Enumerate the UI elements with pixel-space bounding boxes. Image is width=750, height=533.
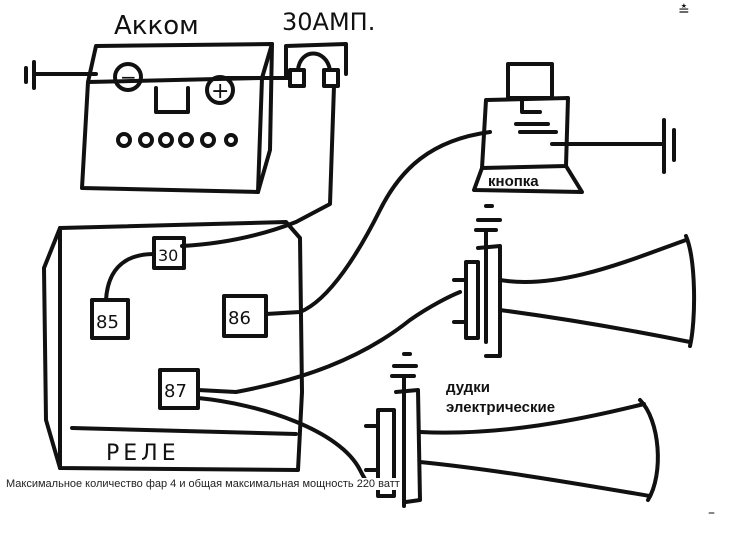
button-label: кнопка bbox=[488, 173, 539, 190]
relay-pin-87: 87 bbox=[164, 381, 187, 402]
caption: Максимальное количество фар 4 и общая ма… bbox=[6, 478, 400, 490]
horn-lower bbox=[364, 352, 660, 508]
button bbox=[472, 62, 676, 194]
corner-dash-icon: – bbox=[708, 505, 715, 521]
horns-label-line2: электрические bbox=[446, 399, 555, 416]
wire-pin87-to-horn2 bbox=[196, 396, 374, 488]
horns-label-line1: дудки bbox=[446, 379, 490, 396]
relay-pin-85: 85 bbox=[96, 312, 119, 333]
battery-label: Аккoм bbox=[114, 11, 199, 41]
relay-pin-86: 86 bbox=[228, 308, 251, 329]
horn-upper bbox=[452, 204, 697, 358]
battery bbox=[24, 42, 274, 194]
relay-label: РЕЛЕ bbox=[106, 441, 180, 466]
relay-pin-30: 30 bbox=[158, 246, 178, 265]
corner-mark-icon: ≛ bbox=[678, 3, 690, 19]
fuse bbox=[224, 42, 348, 88]
fuse-label: 30АМП. bbox=[282, 8, 375, 36]
battery-plus-sign: + bbox=[211, 79, 229, 104]
wire-fuse-to-pin30 bbox=[180, 84, 336, 248]
wire-pin87-to-horns bbox=[196, 290, 462, 394]
wire-pin86-to-button bbox=[264, 130, 492, 316]
battery-minus-sign: − bbox=[120, 65, 137, 89]
